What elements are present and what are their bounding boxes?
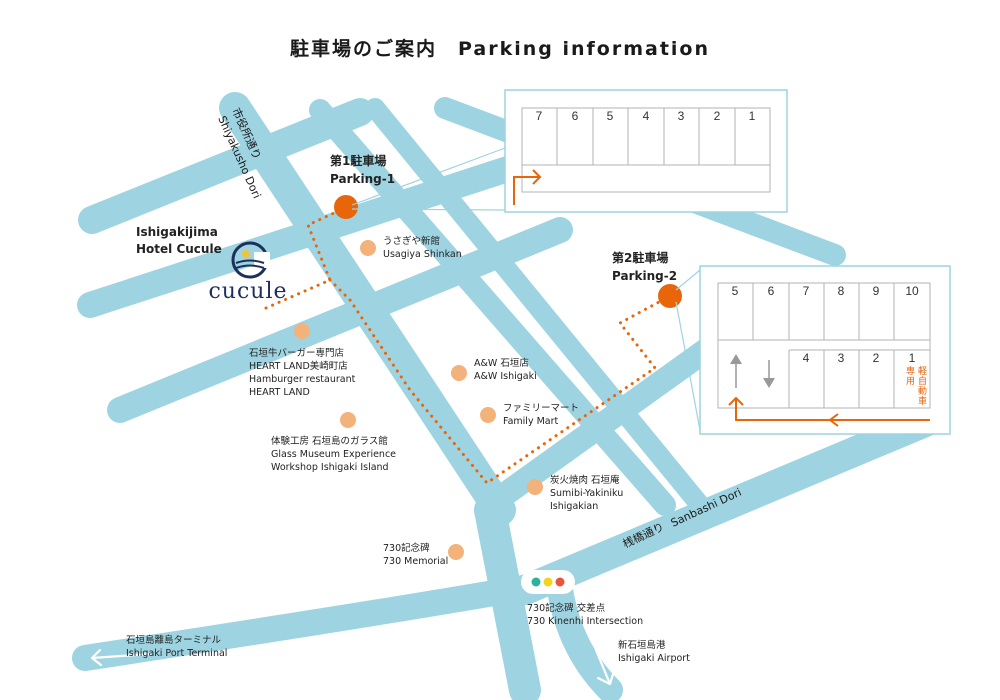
poi-familymart-ja: ファミリーマート (503, 403, 579, 414)
parking2-slot: 2 (873, 351, 880, 365)
road-upper-left (78, 98, 374, 234)
parking2-mid-arrow-icon (828, 413, 839, 427)
poi-familymart-en: Family Mart (503, 416, 559, 427)
hotel-logo: cucule (208, 241, 287, 304)
parking1-callout-line (351, 147, 506, 206)
poi-usagiya-en: Usagiya Shinkan (383, 249, 462, 260)
parking2-slot: 6 (768, 284, 775, 298)
road-shiyakusho (219, 92, 516, 526)
poi-heartland-ja2: HEART LAND美崎町店 (249, 360, 348, 372)
road-airport (547, 577, 623, 700)
parking2-slot: 8 (838, 284, 845, 298)
poi-sumibi-marker[interactable] (527, 479, 543, 495)
poi-heartland-en2: HEART LAND (249, 387, 310, 398)
parking1-detail: 7 6 5 4 3 2 1 (504, 89, 788, 213)
airport-ja: 新石垣島港 (618, 639, 666, 651)
poi-aw-ja: A&W 石垣店 (474, 357, 529, 369)
road-sanbashi (510, 405, 945, 605)
poi-usagiya-marker[interactable] (360, 240, 376, 256)
poi-sumibi-en2: Ishigakian (550, 501, 598, 512)
route-to-parking2 (328, 278, 672, 486)
parking1-slot: 7 (536, 109, 543, 123)
traffic-light-icon (521, 570, 575, 594)
parking1-label-en: Parking-1 (330, 172, 395, 186)
poi-aw-marker[interactable] (451, 365, 467, 381)
page-title: 駐車場のご案内 Parking information (290, 37, 710, 60)
parking1-entry-arrow-icon (513, 169, 542, 205)
parking2-slot: 5 (732, 284, 739, 298)
poi-sumibi-ja: 炭火焼肉 石垣庵 (550, 474, 620, 486)
hotel-name-line1: Ishigakijima (136, 225, 218, 239)
parking2-slot: 3 (838, 351, 845, 365)
parking2-slot: 10 (905, 284, 919, 298)
port-en: Ishigaki Port Terminal (126, 648, 227, 659)
road-diagonal-2 (309, 99, 676, 516)
parking1-slot: 6 (572, 109, 579, 123)
poi-glass-en: Glass Museum Experience (271, 449, 396, 460)
airport-en: Ishigaki Airport (618, 653, 690, 664)
poi-memorial-en: 730 Memorial (383, 556, 448, 567)
road-diagonal-3 (365, 98, 710, 515)
airport-arrow-icon (594, 648, 616, 686)
poi-glass-marker[interactable] (340, 412, 356, 428)
parking1-slot: 5 (607, 109, 614, 123)
route-paths (264, 206, 672, 486)
poi-markers (294, 240, 543, 560)
poi-sumibi-en: Sumibi-Yakiniku (550, 488, 623, 499)
hotel-name-line2: Hotel Cucule (136, 242, 222, 256)
lane-arrows (730, 354, 775, 388)
parking2-slot: 1 (909, 351, 916, 365)
kei-car-text: 軽 (918, 366, 927, 377)
road-port (72, 572, 553, 671)
parking1-marker[interactable] (334, 195, 358, 219)
route-to-parking1 (264, 206, 347, 310)
parking2-detail: 5 6 7 8 9 10 4 3 2 1 軽 自 動 車 専 用 (699, 265, 951, 435)
poi-glass-ja: 体験工房 石垣島のガラス館 (271, 435, 388, 447)
port-ja: 石垣島離島ターミナル (126, 634, 222, 646)
parking2-callout-line-2 (675, 301, 701, 431)
parking2-label-en: Parking-2 (612, 269, 677, 283)
poi-heartland-ja: 石垣牛バーガー専門店 (249, 347, 344, 359)
poi-glass-en2: Workshop Ishigaki Island (271, 462, 389, 473)
poi-heartland-marker[interactable] (294, 323, 310, 339)
direction-arrows (90, 648, 616, 686)
poi-memorial-marker[interactable] (448, 544, 464, 560)
parking1-slot: 1 (749, 109, 756, 123)
parking1-slot: 3 (678, 109, 685, 123)
parking2-label-ja: 第2駐車場 (612, 250, 668, 265)
poi-familymart-marker[interactable] (480, 407, 496, 423)
hotel-logo-text: cucule (208, 279, 287, 304)
parking1-slot: 2 (714, 109, 721, 123)
parking1-label-ja: 第1駐車場 (330, 153, 386, 168)
poi-heartland-en: Hamburger restaurant (249, 374, 356, 385)
intersection-en: 730 Kinenhi Intersection (527, 616, 643, 627)
port-arrow-icon (90, 648, 152, 667)
road-network (72, 92, 945, 700)
parking1-callout-line-2 (351, 208, 506, 211)
parking2-entry-arrow-icon (728, 396, 930, 421)
parking2-slot: 7 (803, 284, 810, 298)
poi-memorial-ja: 730記念碑 (383, 542, 430, 554)
poi-aw-en: A&W Ishigaki (474, 371, 537, 382)
parking2-callout-line (675, 269, 701, 291)
parking1-slot: 4 (643, 109, 650, 123)
poi-usagiya-ja: うさぎや新館 (383, 235, 440, 247)
intersection-ja: 730記念碑 交差点 (527, 602, 606, 614)
kei-car-label: 軽 自 動 車 専 用 (906, 365, 930, 407)
parking2-slot: 9 (873, 284, 880, 298)
parking2-slot: 4 (803, 351, 810, 365)
